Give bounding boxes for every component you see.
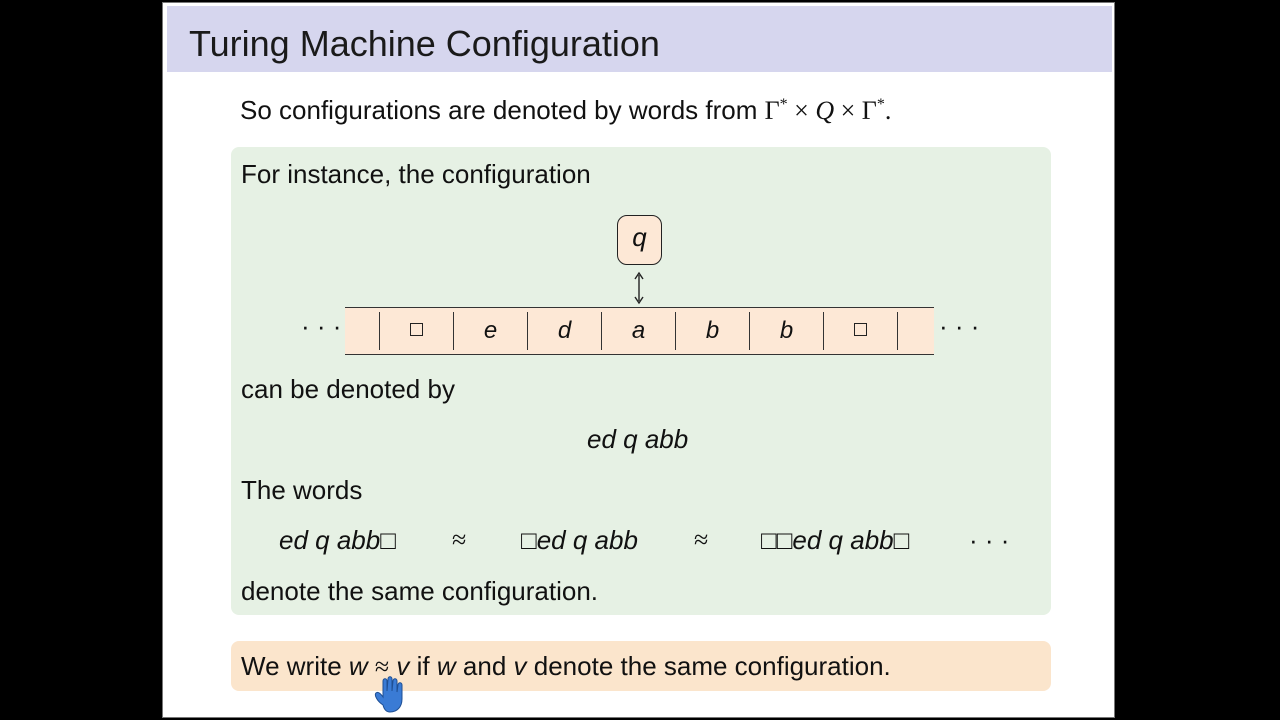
tape-dots-left: · · ·	[301, 311, 342, 341]
tape-cell: d	[527, 312, 601, 350]
conclusion-text: denote the same configuration.	[241, 576, 599, 606]
eq-word-3: □□ed q abb□	[761, 525, 910, 555]
tape-cell	[379, 312, 453, 350]
tape-cell: b	[749, 312, 823, 350]
double-arrow-icon	[634, 271, 644, 305]
eq-tail-dots: · · ·	[969, 525, 1010, 555]
intro-text: So configurations are denoted by words f…	[240, 95, 758, 125]
approx-symbol: ≈	[694, 525, 709, 554]
tape-cell	[823, 312, 897, 350]
state-box: q	[617, 215, 662, 265]
hand-pointer-icon	[374, 676, 403, 713]
denoted-by-text: can be denoted by	[241, 374, 455, 404]
intro-line: So configurations are denoted by words f…	[240, 95, 891, 126]
title-bar: Turing Machine Configuration	[167, 6, 1112, 72]
tape-cell	[305, 312, 379, 350]
tape: e d a b b	[345, 307, 934, 355]
example-lead: For instance, the configuration	[241, 159, 591, 189]
slide-title: Turing Machine Configuration	[189, 23, 660, 64]
definition-block: We write w ≈ v if w and v denote the sam…	[231, 641, 1051, 691]
definition-text: We write w ≈ v if w and v denote the sam…	[241, 651, 891, 681]
tape-cell: b	[675, 312, 749, 350]
example-word: ed q abb	[587, 424, 689, 454]
eq-word-2: □ed q abb	[521, 525, 638, 555]
tape-cell-head: a	[601, 312, 675, 350]
tape-cell	[897, 312, 934, 350]
tape-dots-right: · · ·	[939, 311, 980, 341]
words-label: The words	[241, 475, 363, 505]
blank-symbol	[854, 323, 867, 336]
eq-word-1: ed q abb□	[279, 525, 396, 555]
example-block: For instance, the configuration q · · · …	[231, 147, 1051, 615]
tape-cell: e	[453, 312, 527, 350]
slide: Turing Machine Configuration So configur…	[162, 2, 1115, 718]
intro-math: Γ* × Q × Γ*.	[764, 96, 892, 125]
blank-symbol	[410, 323, 423, 336]
approx-symbol: ≈	[452, 525, 467, 554]
